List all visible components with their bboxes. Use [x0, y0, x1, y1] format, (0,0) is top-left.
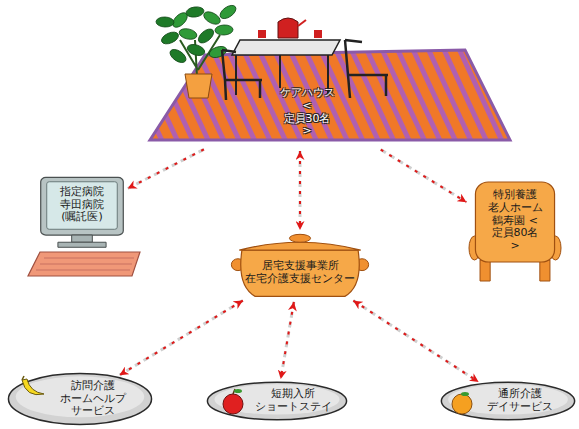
- carpet-outline: [150, 50, 510, 140]
- connector-line: [128, 149, 204, 188]
- dashed-connector: [300, 151, 301, 230]
- node-label: 通所介護 デイサービス: [487, 388, 553, 413]
- care-house-carpet: ケアハウス <定員30名>: [140, 0, 515, 148]
- connector-dash: [353, 301, 478, 382]
- connector-dash: [299, 151, 301, 230]
- monitor-screen: [47, 182, 118, 230]
- ellipse-outline: [207, 382, 346, 420]
- connector-line: [119, 301, 242, 376]
- carpet-shape: [140, 0, 515, 148]
- dashed-connector: [381, 150, 467, 203]
- support-center-pot: 居宅支援事業所 在宅介護支援センター: [234, 233, 366, 299]
- monitor-case: [41, 177, 124, 235]
- pot-body: [241, 250, 360, 296]
- chair-back: [475, 182, 554, 262]
- banana-icon: [22, 376, 44, 395]
- dashed-connector: [353, 301, 478, 382]
- connector-dash: [381, 150, 467, 203]
- connector-line: [299, 151, 302, 230]
- ellipse-outline: [8, 374, 151, 425]
- node-label: 短期入所 ショートステイ: [255, 388, 332, 413]
- keyboard-keys: [36, 258, 134, 270]
- dashed-connector: [128, 149, 204, 188]
- hospital-monitor: 指定病院 寺田病院 (嘱託医): [39, 176, 125, 248]
- node-label: 訪問介護 ホームヘルプ サービス: [60, 380, 126, 418]
- ellipse-outline: [441, 382, 574, 420]
- service-ellipse: 短期入所 ショートステイ: [206, 381, 348, 421]
- dashed-connector: [119, 301, 242, 376]
- connector-line: [381, 150, 467, 203]
- connector-line: [353, 301, 478, 382]
- keyboard: [28, 252, 140, 276]
- pot-lid: [239, 242, 360, 250]
- connector-line: [281, 302, 294, 379]
- service-ellipse: 通所介護 デイサービス: [440, 381, 576, 421]
- connector-dash: [281, 302, 294, 379]
- node-label: 指定病院 寺田病院 (嘱託医): [60, 186, 104, 224]
- nursing-home-chair: 特別養護 老人ホーム 鶴寿園 <定員80名>: [469, 182, 561, 282]
- service-ellipse: 訪問介護 ホームヘルプ サービス: [7, 372, 153, 426]
- node-label: 居宅支援事業所 在宅介護支援センター: [245, 260, 355, 285]
- apple-icon: [223, 389, 243, 414]
- node-label: 特別養護 老人ホーム 鶴寿園 <定員80名>: [488, 189, 543, 252]
- dashed-connector: [281, 302, 294, 379]
- connector-dash: [119, 301, 242, 376]
- connector-dash: [128, 149, 204, 188]
- keyboard-body: [28, 252, 140, 276]
- orange-icon: [452, 392, 472, 414]
- node-label: ケアハウス <定員30名>: [280, 87, 335, 138]
